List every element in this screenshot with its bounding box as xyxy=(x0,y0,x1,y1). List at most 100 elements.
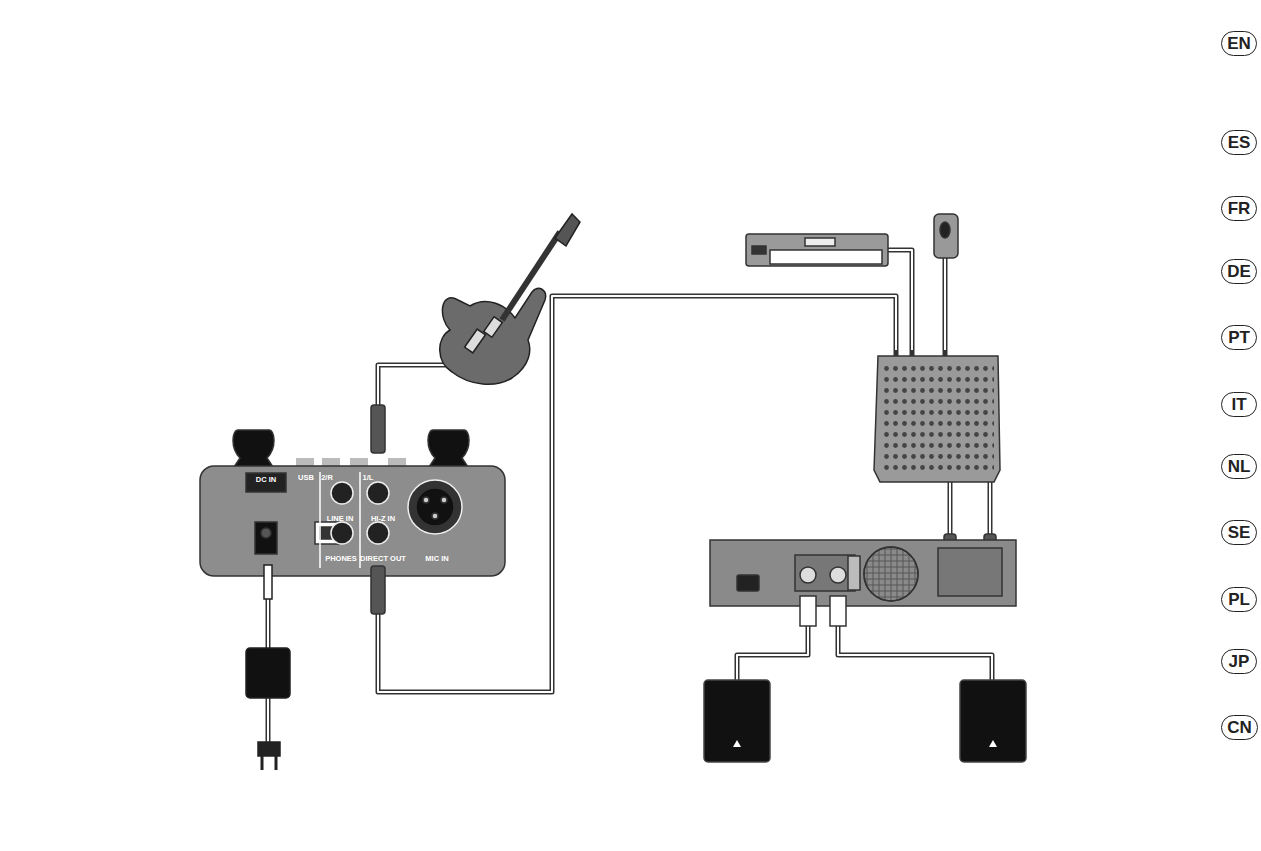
drawing-part xyxy=(268,250,992,742)
drawing-part xyxy=(258,742,280,756)
drawing-part xyxy=(800,567,816,583)
language-tab: CN xyxy=(1221,715,1258,740)
drawing-part xyxy=(200,466,505,576)
drawing-part xyxy=(770,250,882,264)
drawing-part xyxy=(371,405,385,453)
language-tab: PT xyxy=(1221,325,1257,350)
drawing-part xyxy=(331,482,353,504)
drawing-part xyxy=(555,214,580,246)
drawing-part xyxy=(427,430,470,470)
drawing-part xyxy=(864,547,918,601)
drawing-part xyxy=(359,472,361,568)
drawing-part xyxy=(262,756,276,770)
drawing-part xyxy=(934,214,958,258)
drawing-part xyxy=(944,255,946,356)
drawing-part xyxy=(416,488,454,526)
drawing-part xyxy=(266,698,271,742)
drawing-part xyxy=(255,522,277,554)
drawing-part xyxy=(440,288,546,384)
drawing-part xyxy=(408,480,462,534)
language-code: JP xyxy=(1229,653,1250,670)
drawing-part xyxy=(800,596,816,626)
drawing-part xyxy=(737,625,808,682)
language-code: DE xyxy=(1227,263,1251,280)
drawing-part xyxy=(888,250,912,356)
drawing-part xyxy=(838,625,992,682)
jack-label: MIC IN xyxy=(425,555,448,563)
jack-label: DIRECT OUT xyxy=(360,555,406,563)
drawing-part xyxy=(502,232,560,320)
language-code: CN xyxy=(1227,719,1252,736)
drawing-part xyxy=(830,567,846,583)
jack-label: PHONES xyxy=(325,555,357,563)
keyboard xyxy=(746,234,888,266)
drawing-part xyxy=(704,680,770,762)
drawing-part xyxy=(989,480,991,540)
audio-interface xyxy=(200,405,505,614)
language-code: NL xyxy=(1228,458,1251,475)
drawing-part xyxy=(848,556,860,590)
drawing-part xyxy=(319,472,321,568)
drawing-part xyxy=(948,480,953,540)
drawing-part xyxy=(733,740,741,747)
drawing-part xyxy=(752,246,766,254)
drawing-part xyxy=(261,528,271,538)
language-code: PL xyxy=(1228,591,1250,608)
power-amplifier xyxy=(710,540,1016,626)
jack-label: USB xyxy=(298,474,314,482)
speakers xyxy=(704,680,1026,762)
language-code: EN xyxy=(1227,35,1251,52)
cables xyxy=(268,250,992,742)
language-tab: FR xyxy=(1221,196,1257,221)
drawing-part xyxy=(267,698,269,742)
drawing-part xyxy=(246,473,286,492)
microphone xyxy=(934,214,958,258)
drawing-part xyxy=(746,234,888,266)
drawing-part xyxy=(830,596,846,626)
drawing-part xyxy=(988,480,993,540)
language-code: SE xyxy=(1228,524,1251,541)
language-tab: EN xyxy=(1221,31,1257,56)
drawing-part xyxy=(940,222,950,238)
language-code: IT xyxy=(1231,396,1246,413)
jack-label: 2/R xyxy=(321,474,333,482)
jack-label: DC IN xyxy=(256,476,276,484)
language-tab: DE xyxy=(1221,259,1257,284)
drawing-part xyxy=(737,575,759,591)
drawing-part xyxy=(838,625,992,682)
drawing-part xyxy=(465,329,486,353)
drawing-part xyxy=(710,540,1016,606)
drawing-part xyxy=(441,497,447,503)
drawing-part xyxy=(371,566,385,614)
language-code: ES xyxy=(1228,134,1251,151)
drawing-part xyxy=(896,350,945,356)
drawing-part xyxy=(864,547,918,601)
jack-label: HI-Z IN xyxy=(371,515,395,523)
jack-label: 1/L xyxy=(363,474,374,482)
language-code: PT xyxy=(1228,329,1250,346)
language-tab: PL xyxy=(1221,587,1257,612)
drawing-part xyxy=(737,625,808,682)
drawing-part xyxy=(331,522,353,544)
drawing-part xyxy=(880,362,994,474)
language-tab: NL xyxy=(1221,454,1257,479)
language-tab: SE xyxy=(1221,520,1257,545)
drawing-part xyxy=(943,255,948,356)
drawing-part xyxy=(949,480,951,540)
language-tab: IT xyxy=(1221,392,1257,417)
drawing-part xyxy=(805,238,835,246)
drawing-part xyxy=(960,680,1026,762)
drawing-part xyxy=(484,317,503,337)
drawing-part xyxy=(367,522,389,544)
drawing-part xyxy=(432,513,438,519)
language-code: FR xyxy=(1228,200,1251,217)
jack-label: LINE IN xyxy=(327,515,354,523)
drawing-part xyxy=(367,482,389,504)
drawing-part xyxy=(888,250,912,356)
language-tab: JP xyxy=(1221,649,1257,674)
drawing-part xyxy=(874,356,1000,482)
drawing-part xyxy=(246,648,290,698)
electric-guitar xyxy=(440,214,580,384)
drawing-part xyxy=(938,548,1002,596)
drawing-part xyxy=(795,555,855,591)
